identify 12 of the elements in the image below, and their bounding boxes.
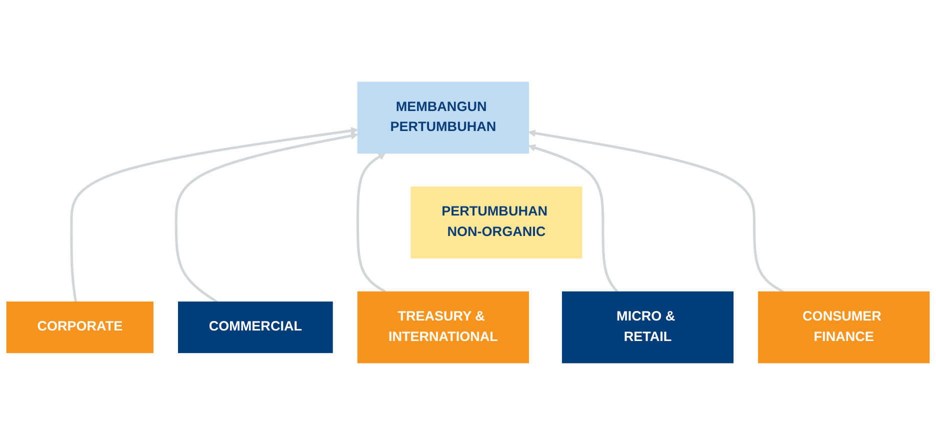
arrow <box>528 144 618 293</box>
arrow <box>70 126 358 302</box>
node-box: COMMERCIAL <box>178 302 333 354</box>
node-box: CORPORATE <box>6 302 154 354</box>
node-box: TREASURY & INTERNATIONAL <box>357 291 529 364</box>
arrow <box>528 130 784 293</box>
arrow <box>356 152 386 293</box>
arrow <box>174 132 358 304</box>
node-box: CONSUMER FINANCE <box>758 291 930 364</box>
node-box: PERTUMBUHAN NON-ORGANIC <box>410 186 582 258</box>
node-box: MICRO & RETAIL <box>562 291 734 364</box>
node-box: MEMBANGUN PERTUMBUHAN <box>357 82 529 154</box>
